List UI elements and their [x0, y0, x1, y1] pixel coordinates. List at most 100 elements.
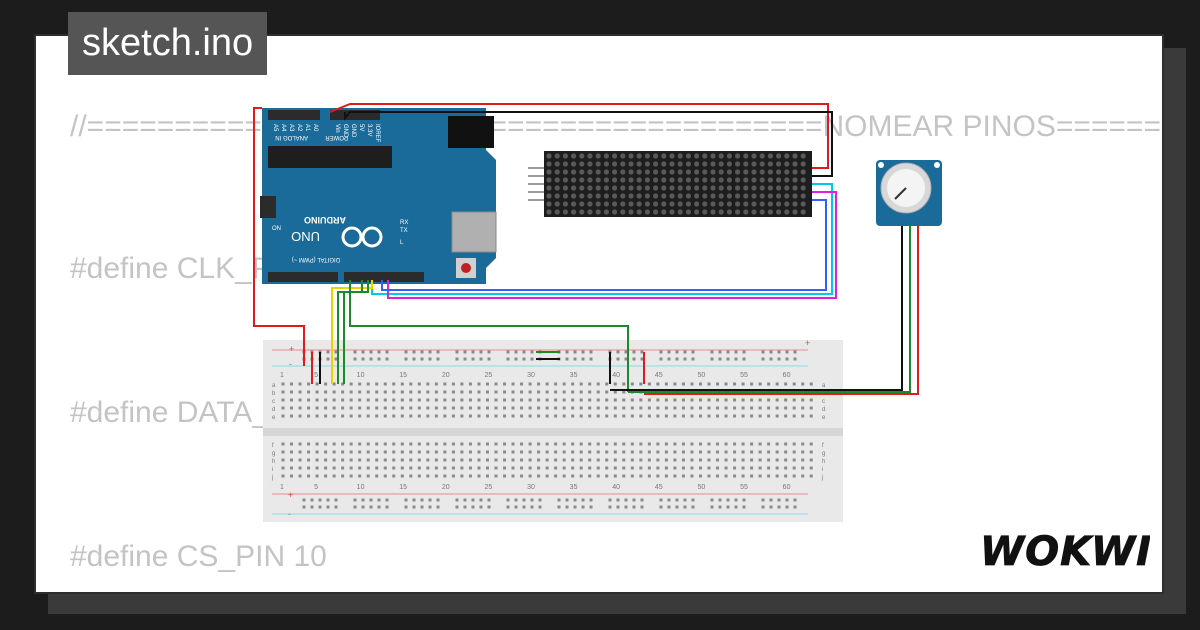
led-dot	[743, 209, 749, 215]
breadboard-hole	[733, 450, 737, 454]
breadboard-hole	[792, 474, 796, 478]
breadboard-hole	[690, 450, 694, 454]
breadboard-hole	[596, 474, 600, 478]
breadboard-hole	[358, 390, 362, 394]
breadboard-hole	[613, 398, 617, 402]
breadboard-column-number: 5	[314, 484, 318, 491]
breadboard-hole	[716, 474, 720, 478]
breadboard-hole	[281, 474, 285, 478]
breadboard-hole	[545, 450, 549, 454]
breadboard-hole	[690, 414, 694, 418]
breadboard-hole	[298, 466, 302, 470]
breadboard-hole	[349, 466, 353, 470]
breadboard-hole	[324, 390, 328, 394]
breadboard-hole	[809, 474, 813, 478]
led-dot	[743, 193, 749, 199]
led-dot	[751, 185, 757, 191]
led-dot	[546, 193, 552, 199]
breadboard-hole	[775, 442, 779, 446]
breadboard-hole	[443, 414, 447, 418]
breadboard-hole	[613, 466, 617, 470]
rail-hole	[326, 505, 330, 509]
breadboard-hole	[562, 474, 566, 478]
breadboard-hole	[443, 398, 447, 402]
breadboard-column-number: 20	[442, 372, 450, 379]
breadboard-hole	[537, 458, 541, 462]
breadboard-hole	[460, 466, 464, 470]
breadboard-hole	[784, 406, 788, 410]
breadboard-hole	[656, 414, 660, 418]
breadboard-hole	[358, 398, 362, 402]
breadboard-hole	[451, 398, 455, 402]
led-dot	[579, 169, 585, 175]
led-dot	[710, 153, 716, 159]
rail-hole	[436, 357, 440, 361]
breadboard-hole	[588, 414, 592, 418]
rail-hole	[640, 498, 644, 502]
breadboard-hole	[801, 466, 805, 470]
breadboard-hole	[503, 466, 507, 470]
analog-pin-label: A5	[272, 124, 278, 132]
breadboard-hole	[434, 450, 438, 454]
breadboard-hole	[716, 382, 720, 386]
potentiometer[interactable]	[876, 160, 942, 226]
wokwi-logo[interactable]: WOKWI	[978, 526, 1150, 576]
rail-hole	[785, 498, 789, 502]
led-dot	[784, 201, 790, 207]
breadboard-hole	[511, 442, 515, 446]
rail-hole	[455, 350, 459, 354]
led-dot	[776, 201, 782, 207]
breadboard-column-number: 1	[280, 372, 284, 379]
rail-hole	[734, 350, 738, 354]
file-tab[interactable]: sketch.ino	[68, 12, 268, 75]
breadboard-hole	[426, 398, 430, 402]
led-dot	[562, 169, 569, 175]
led-label-on: ON	[272, 226, 281, 232]
breadboard-hole	[451, 474, 455, 478]
led-dot	[735, 177, 741, 183]
analog-header	[268, 110, 320, 120]
led-dot	[792, 193, 798, 199]
led-dot	[644, 153, 651, 159]
breadboard-hole	[809, 450, 813, 454]
breadboard-hole	[460, 406, 464, 410]
led-dot	[644, 177, 651, 183]
led-matrix-display[interactable]	[528, 151, 812, 217]
led-dot	[603, 201, 610, 207]
power-pin-label: Vin	[334, 124, 340, 133]
breadboard-hole	[537, 414, 541, 418]
breadboard-column-number: 45	[655, 372, 663, 379]
breadboard-hole	[690, 458, 694, 462]
breadboard-hole	[332, 390, 336, 394]
breadboard-hole	[741, 406, 745, 410]
breadboard-hole	[485, 442, 489, 446]
led-dot	[743, 201, 749, 207]
breadboard-hole	[434, 474, 438, 478]
rail-hole	[573, 357, 577, 361]
breadboard-hole	[409, 414, 413, 418]
breadboard-hole	[281, 466, 285, 470]
led-dot	[644, 193, 651, 199]
breadboard-column-number: 5	[314, 372, 318, 379]
breadboard-hole	[775, 466, 779, 470]
breadboard-hole	[639, 466, 643, 470]
breadboard-hole	[707, 442, 711, 446]
breadboard-hole	[528, 382, 532, 386]
breadboard-hole	[622, 414, 626, 418]
rail-hole	[334, 357, 338, 361]
breadboard-hole	[801, 414, 805, 418]
led-dot	[612, 177, 618, 183]
breadboard-hole	[537, 382, 541, 386]
arduino-uno[interactable]: ARDUINO UNO ANALOG IN POWER DIGITAL (PWM…	[260, 108, 497, 284]
rail-hole	[734, 357, 738, 361]
reset-button[interactable]	[461, 263, 471, 273]
led-dot	[776, 177, 782, 183]
breadboard-hole	[477, 458, 481, 462]
rail-hole	[310, 505, 314, 509]
breadboard-hole	[707, 466, 711, 470]
breadboard-hole	[690, 382, 694, 386]
rail-hole	[326, 350, 330, 354]
breadboard-hole	[801, 382, 805, 386]
rail-hole	[573, 505, 577, 509]
